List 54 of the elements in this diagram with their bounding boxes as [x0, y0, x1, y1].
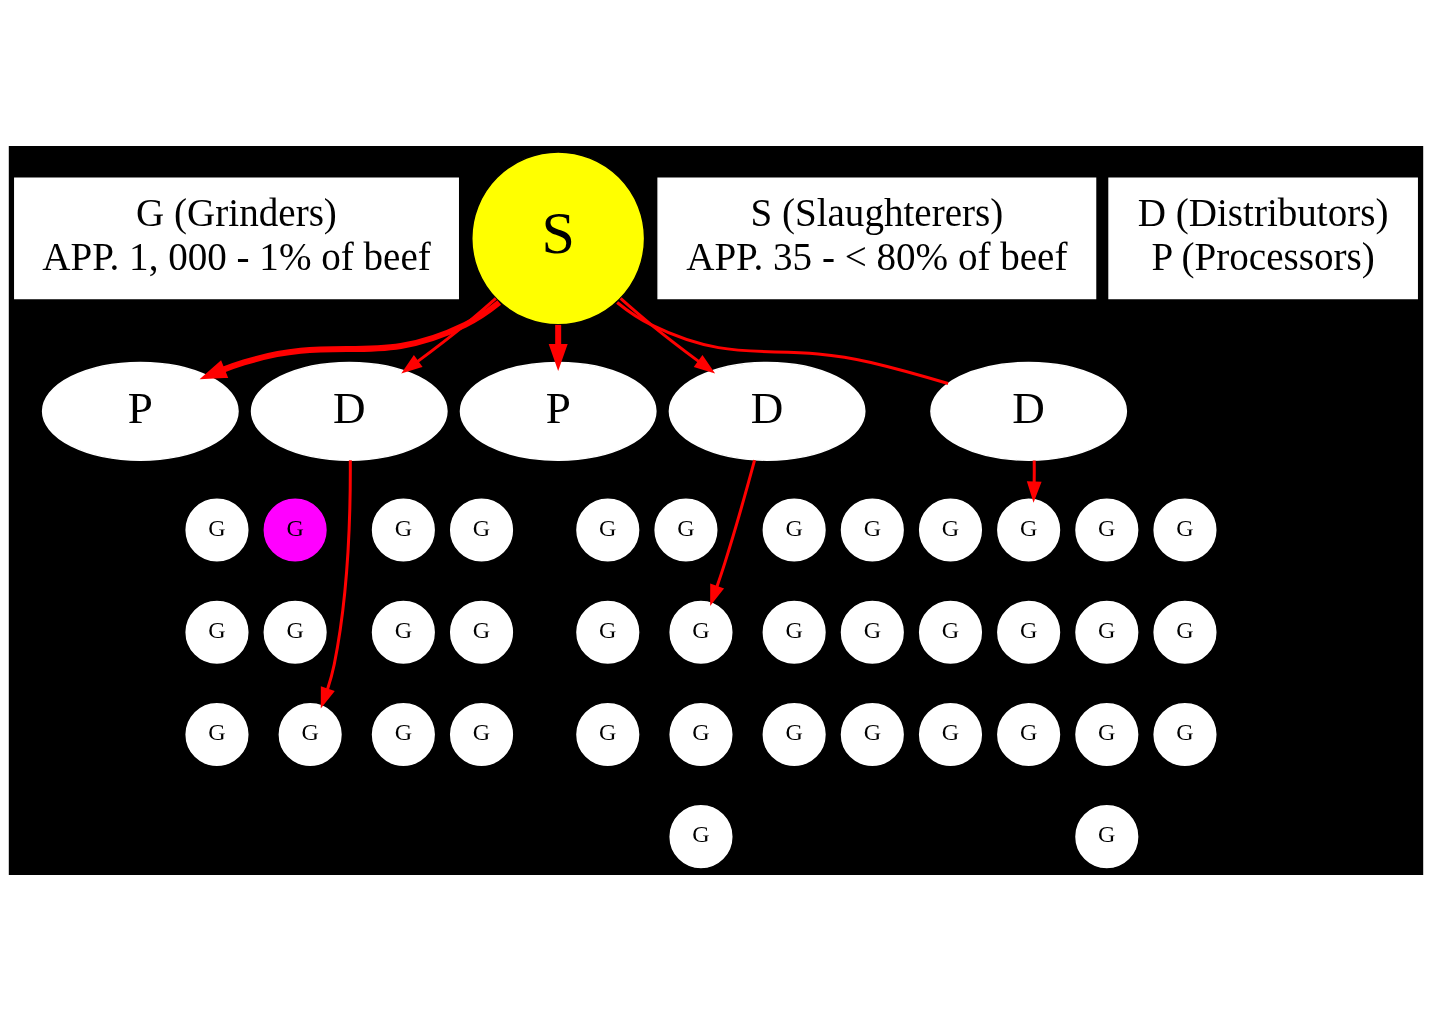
node-circle: G — [667, 803, 735, 870]
node-box: D (Distributors) P (Processors) — [1108, 177, 1418, 299]
node-ellipse: P — [459, 361, 657, 461]
node-circle: G — [1073, 598, 1140, 665]
arrow — [199, 299, 502, 379]
node-circle: G — [277, 700, 344, 768]
node-circle: G — [995, 700, 1062, 768]
node-box: S (Slaughterers) APP. 35 - < 80% of beef — [657, 177, 1097, 299]
arrow — [401, 296, 497, 373]
node-circle: G — [917, 496, 984, 563]
node-circle: G — [370, 700, 437, 768]
node-circle: S — [471, 150, 646, 326]
node-circle: G — [448, 598, 515, 665]
arrow — [320, 459, 352, 708]
node-circle: G — [667, 598, 735, 665]
node-circle: G — [448, 496, 515, 563]
node-circle: G — [917, 598, 984, 665]
node-circle: G — [183, 496, 251, 563]
node-circle: G — [448, 700, 515, 768]
node-circle: G — [1073, 700, 1140, 768]
node-circle: G — [574, 598, 641, 665]
node-box: G (Grinders) APP. 1, 000 - 1% of beef — [14, 177, 459, 299]
arrow — [548, 324, 568, 371]
arrow — [1026, 460, 1042, 503]
node-ellipse: D — [668, 361, 866, 461]
node-circle: G — [839, 496, 906, 563]
node-circle: G — [917, 700, 984, 768]
node-circle: G — [839, 598, 906, 665]
node-circle: G — [183, 700, 251, 768]
node-circle: G — [262, 598, 329, 665]
arrow — [619, 296, 716, 373]
node-circle: G — [667, 700, 735, 768]
node-circle: G — [1151, 598, 1219, 665]
node-circle: G — [1151, 700, 1219, 768]
node-circle: G — [1073, 496, 1140, 563]
node-circle: G — [1151, 496, 1219, 563]
node-circle: G — [370, 496, 437, 563]
node-ellipse: D — [930, 361, 1128, 461]
node-ellipse: D — [250, 361, 448, 461]
node-circle: G — [995, 496, 1062, 563]
node-circle: G — [761, 700, 828, 768]
node-circle: G — [761, 598, 828, 665]
node-circle: G — [839, 700, 906, 768]
node-circle: G — [574, 700, 641, 768]
node-circle: G — [1073, 803, 1140, 870]
node-circle: G — [761, 496, 828, 563]
node-circle: G — [183, 598, 251, 665]
node-circle: G — [995, 598, 1062, 665]
arrow — [710, 459, 757, 606]
node-circle: G — [262, 496, 329, 563]
connector — [616, 300, 949, 385]
node-circle: G — [574, 496, 641, 563]
node-circle: G — [370, 598, 437, 665]
node-circle: G — [652, 496, 719, 563]
